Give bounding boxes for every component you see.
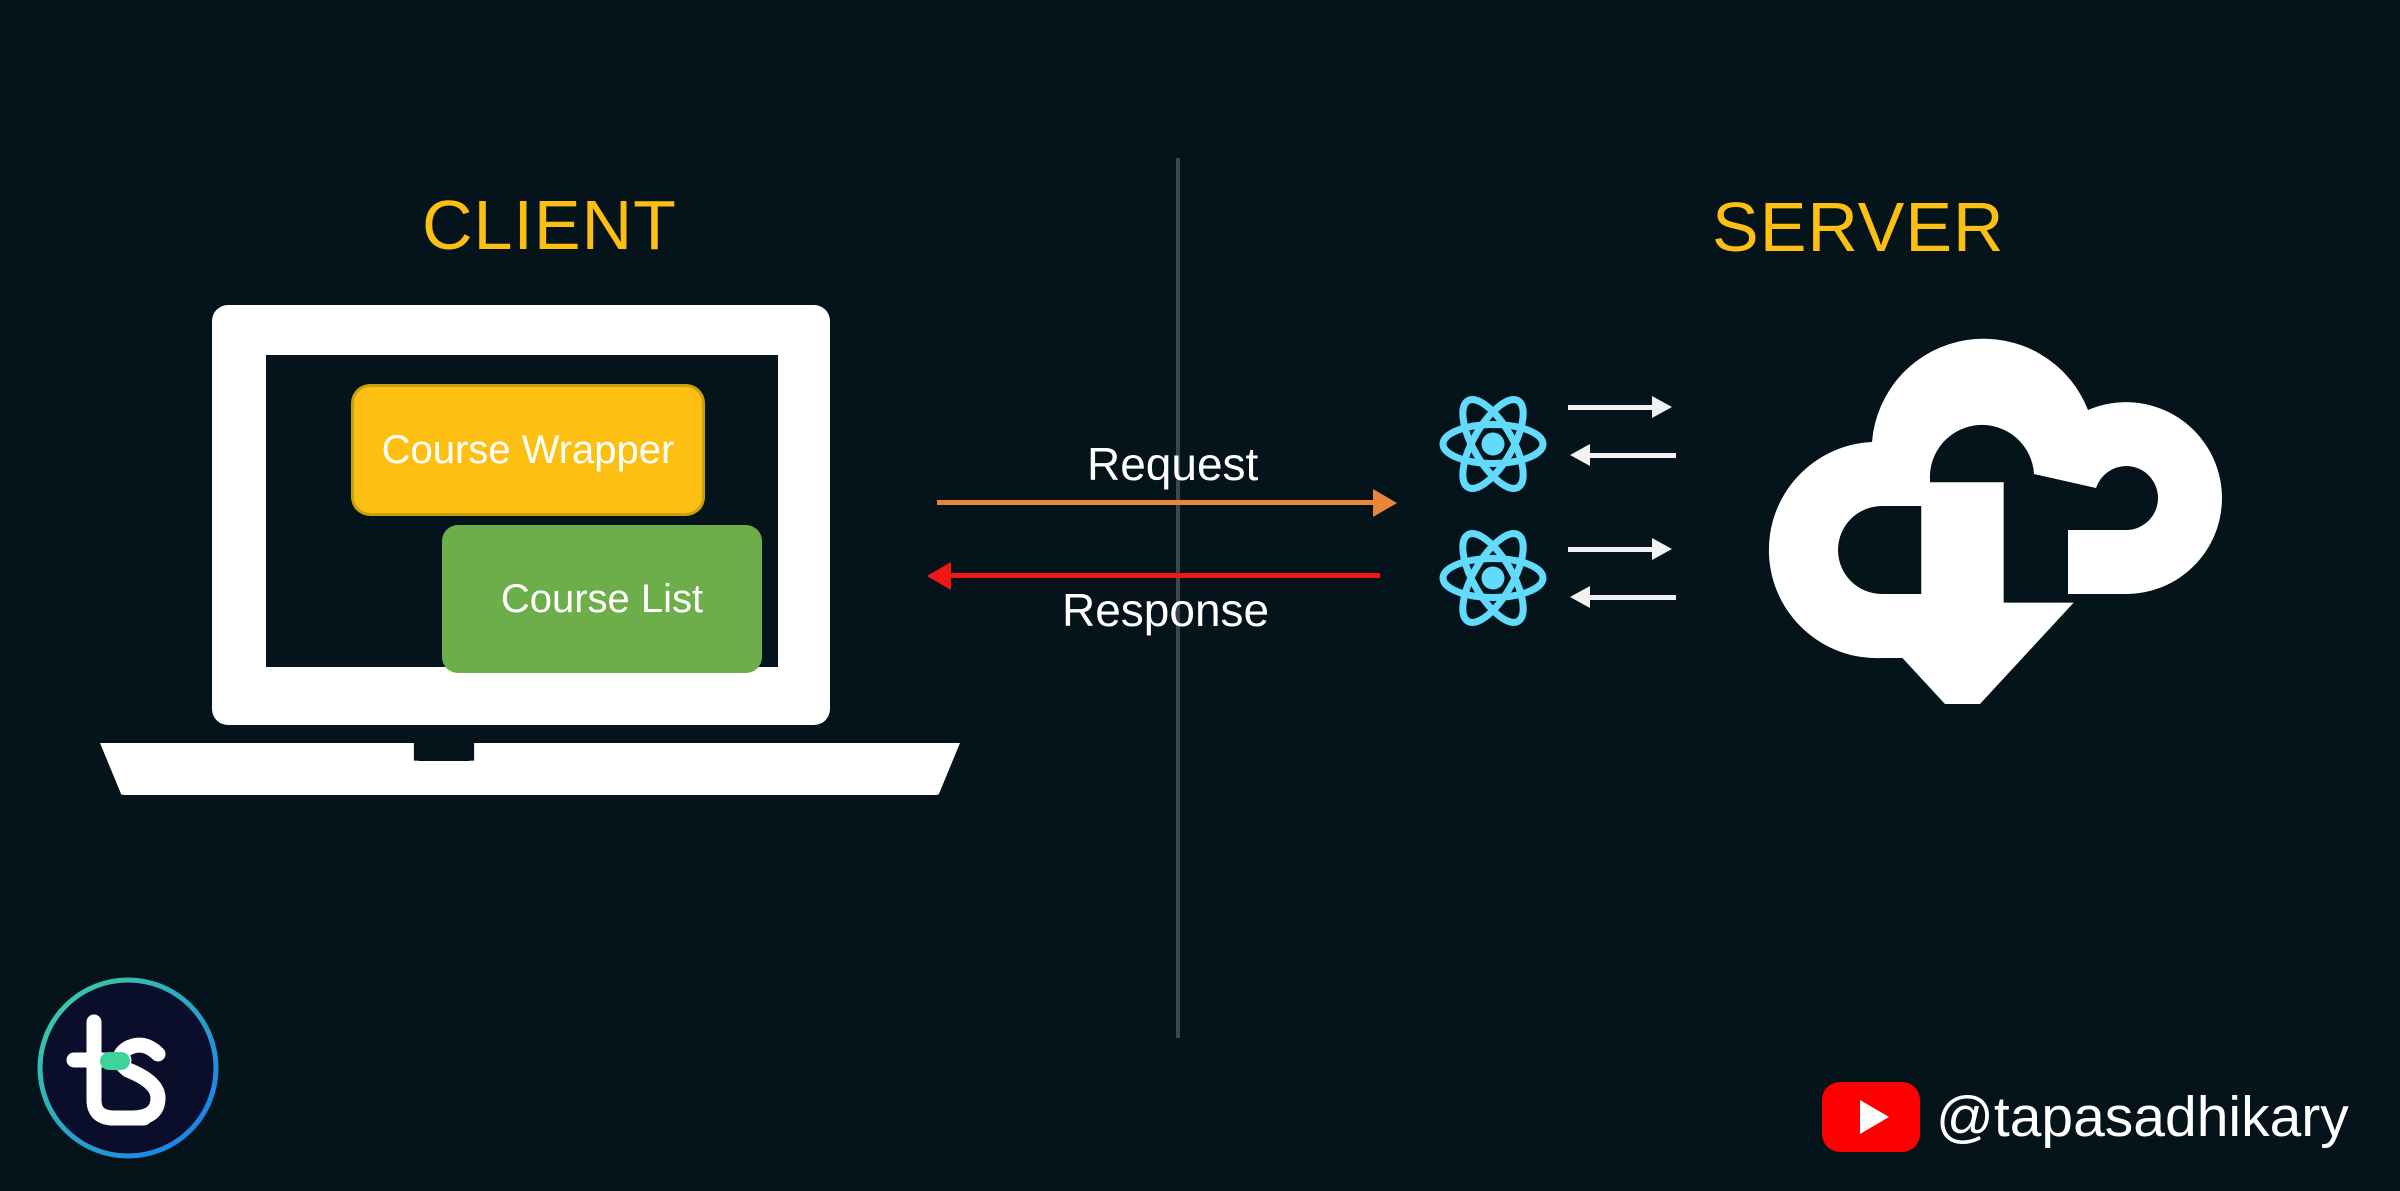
course-wrapper-box[interactable]: Course Wrapper: [354, 387, 702, 513]
request-arrow-line: [937, 500, 1377, 505]
exchange-arrow-in-line: [1590, 453, 1676, 458]
react-logo-icon: [1433, 518, 1553, 638]
laptop-screen: Course Wrapper Course List: [266, 355, 778, 673]
server-section-title: SERVER: [1712, 188, 2005, 266]
exchange-arrow-out-line: [1568, 405, 1654, 410]
exchange-arrow-in-line: [1590, 595, 1676, 600]
request-label: Request: [1087, 438, 1259, 490]
youtube-handle-text: @tapasadhikary: [1936, 1085, 2349, 1149]
response-label: Response: [1062, 584, 1270, 636]
exchange-arrow-in-head-icon: [1570, 444, 1590, 466]
client-section-title: CLIENT: [422, 186, 677, 264]
client-server-divider: [1176, 158, 1180, 1038]
brand-logo[interactable]: [32, 972, 224, 1164]
course-list-box[interactable]: Course List: [442, 525, 762, 673]
youtube-handle-block[interactable]: @tapasadhikary: [1822, 1082, 2349, 1152]
exchange-arrow-out-head-icon: [1652, 396, 1672, 418]
exchange-arrow-out-line: [1568, 547, 1654, 552]
request-arrow-head-icon: [1373, 489, 1397, 517]
play-triangle-icon: [1859, 1100, 1889, 1134]
exchange-arrow-in-head-icon: [1570, 586, 1590, 608]
response-arrow-head-icon: [927, 562, 951, 590]
laptop-base: [100, 743, 960, 795]
laptop-base-notch: [414, 743, 474, 761]
response-arrow-line: [950, 573, 1380, 578]
react-logo-icon: [1433, 384, 1553, 504]
cloud-download-icon: [1676, 292, 2222, 723]
react-server-exchange-arrows: [1568, 396, 1678, 470]
youtube-icon[interactable]: [1822, 1082, 1920, 1152]
exchange-arrow-out-head-icon: [1652, 538, 1672, 560]
client-laptop: Course Wrapper Course List: [100, 305, 960, 825]
react-server-exchange-arrows: [1568, 538, 1678, 612]
